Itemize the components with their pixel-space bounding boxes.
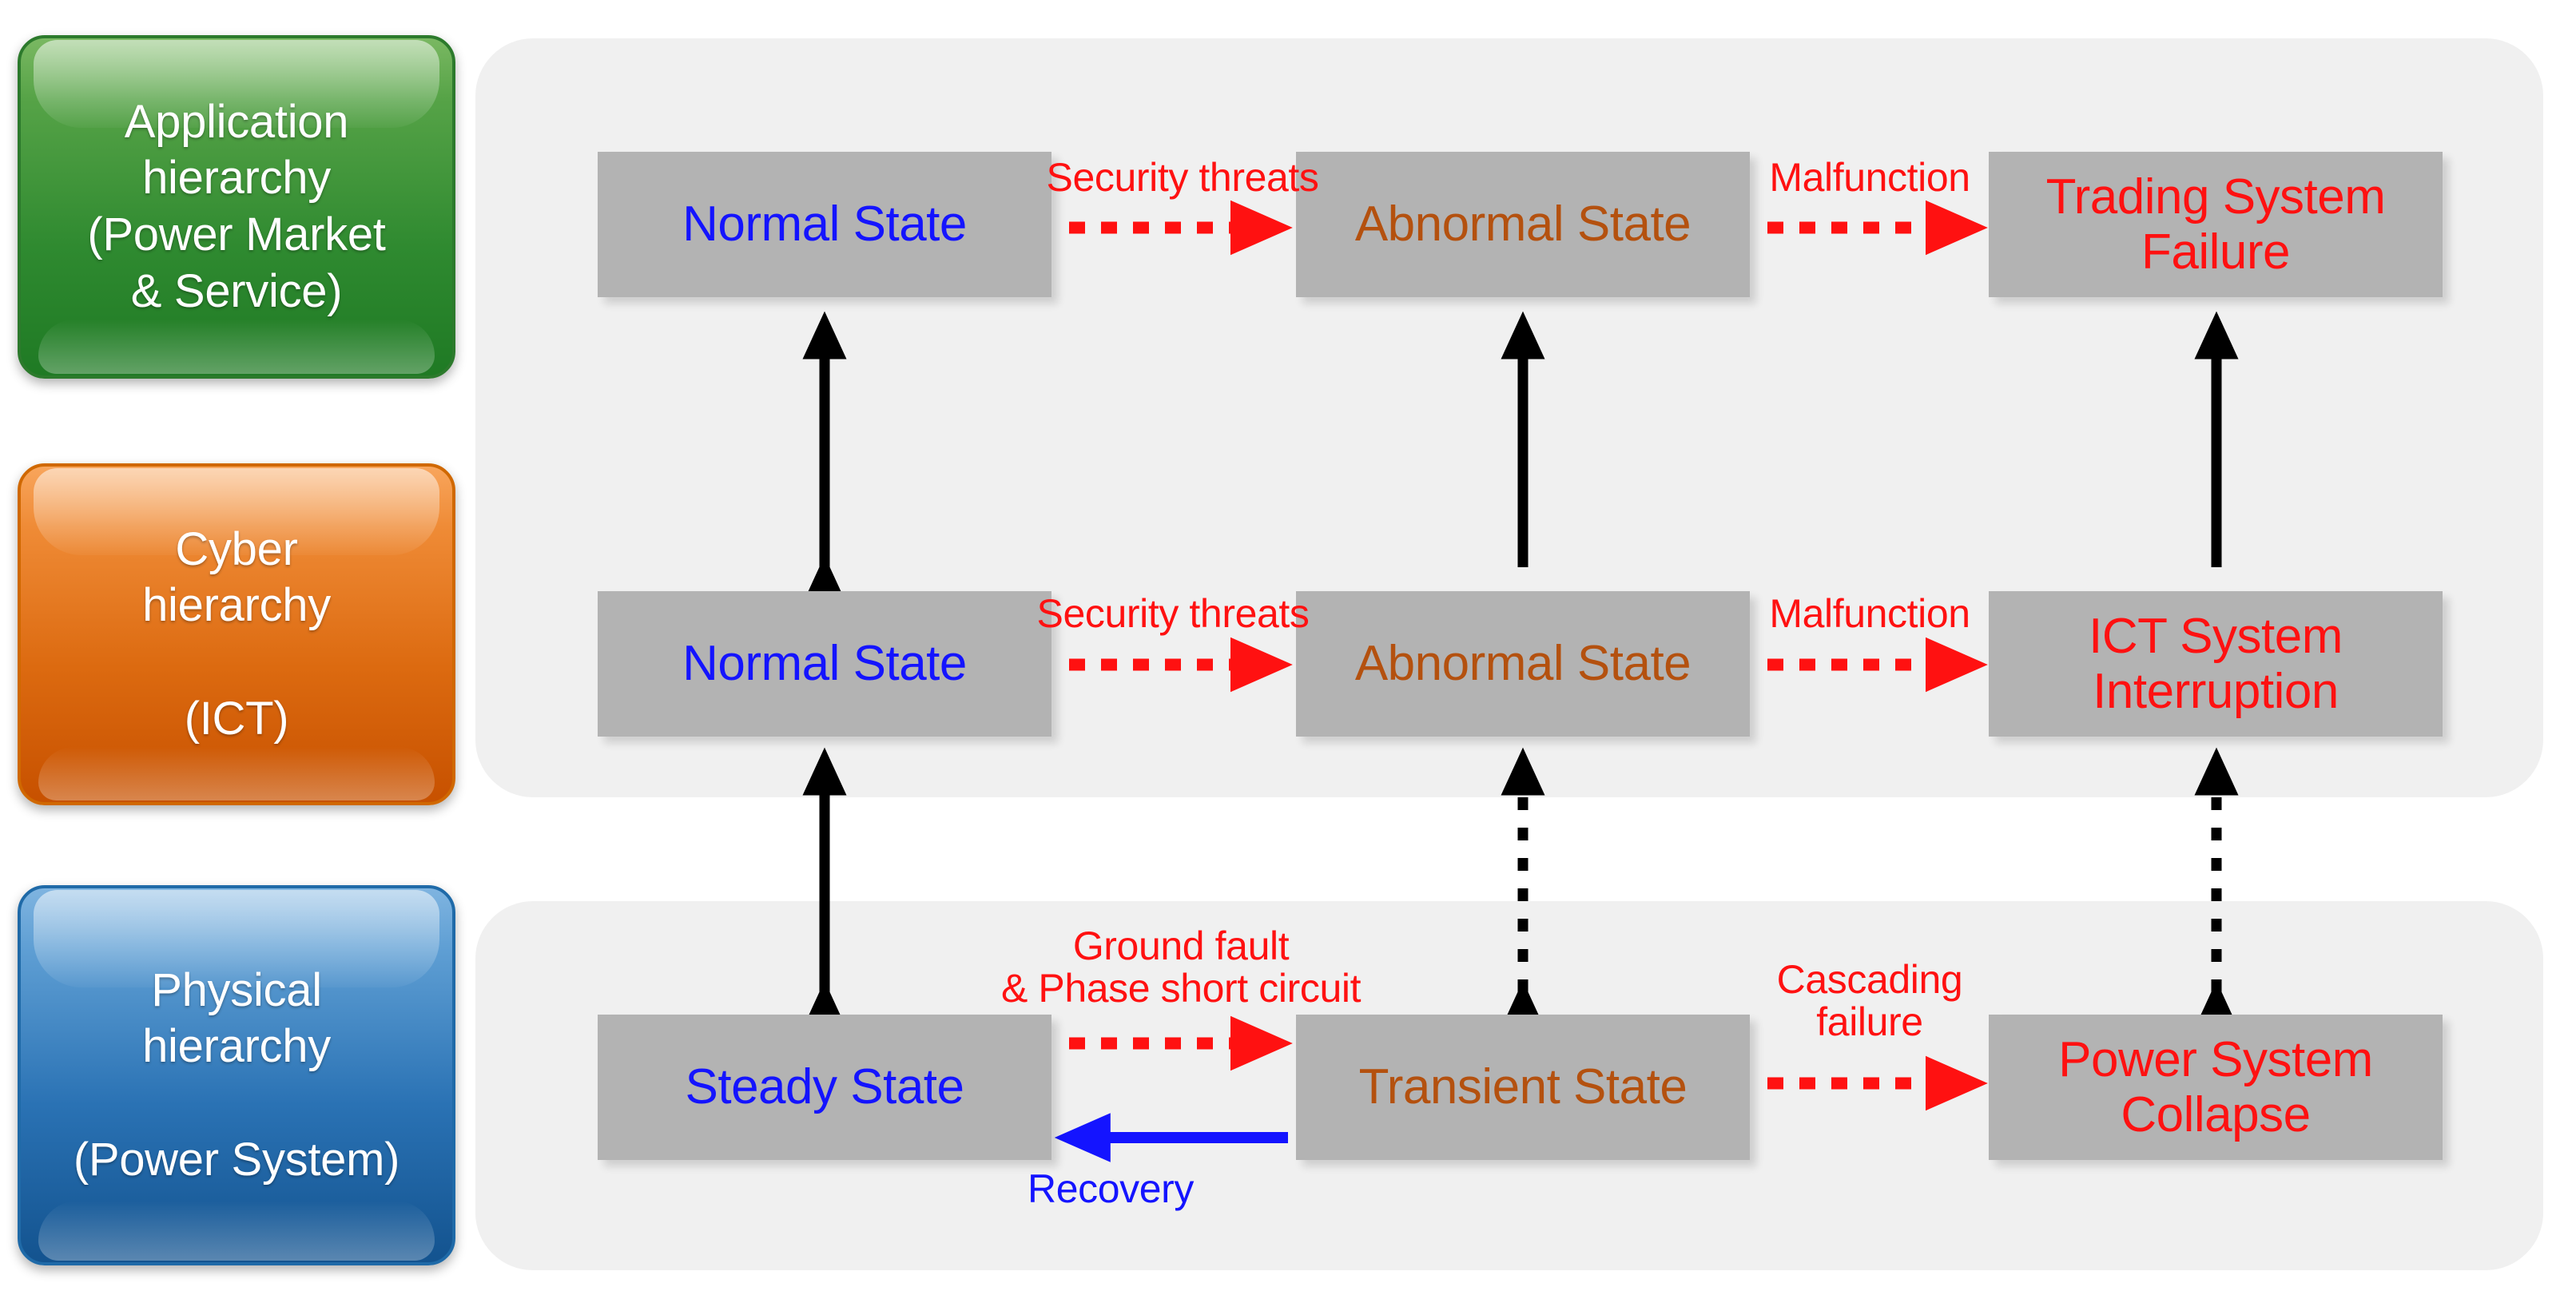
state-box-app-abnormal[interactable]: Abnormal State: [1296, 152, 1750, 297]
state-box-steady[interactable]: Steady State: [598, 1015, 1051, 1160]
chip-app-line4: & Service): [130, 264, 343, 317]
state-box-cyber-abnormal[interactable]: Abnormal State: [1296, 591, 1750, 737]
edge-label-recovery: Recovery: [1028, 1166, 1194, 1211]
state-box-cyber-normal[interactable]: Normal State: [598, 591, 1051, 737]
edge-label-cyber-malfunction: Malfunction: [1769, 591, 1970, 636]
edge-label-cascading-failure: Cascading failure: [1776, 957, 1963, 1044]
chip-app-line2: hierarchy: [142, 152, 331, 205]
chip-cyber-line2: hierarchy: [142, 579, 331, 632]
state-box-ict-system-interruption[interactable]: ICT System Interruption: [1989, 591, 2443, 737]
edge-label-ground-fault: Ground fault & Phase short circuit: [1000, 924, 1362, 1011]
chip-phys-line2: hierarchy: [142, 1020, 331, 1073]
chip-app-line1: Application: [124, 95, 349, 148]
chip-phys-line3: (Power System): [73, 1133, 400, 1186]
chip-cyber-line3: (ICT): [184, 692, 289, 745]
edge-label-app-security-threats: Security threats: [1046, 155, 1319, 200]
edge-label-app-malfunction: Malfunction: [1769, 155, 1970, 200]
edge-label-cyber-security-threats: Security threats: [1036, 591, 1310, 636]
state-box-app-normal[interactable]: Normal State: [598, 152, 1051, 297]
chip-app-line3: (Power Market: [87, 209, 386, 260]
state-box-trading-system-failure[interactable]: Trading System Failure: [1989, 152, 2443, 297]
state-box-transient[interactable]: Transient State: [1296, 1015, 1750, 1160]
chip-phys-line1: Physical: [151, 963, 322, 1016]
state-box-power-system-collapse[interactable]: Power System Collapse: [1989, 1015, 2443, 1160]
chip-cyber-line1: Cyber: [175, 522, 298, 575]
